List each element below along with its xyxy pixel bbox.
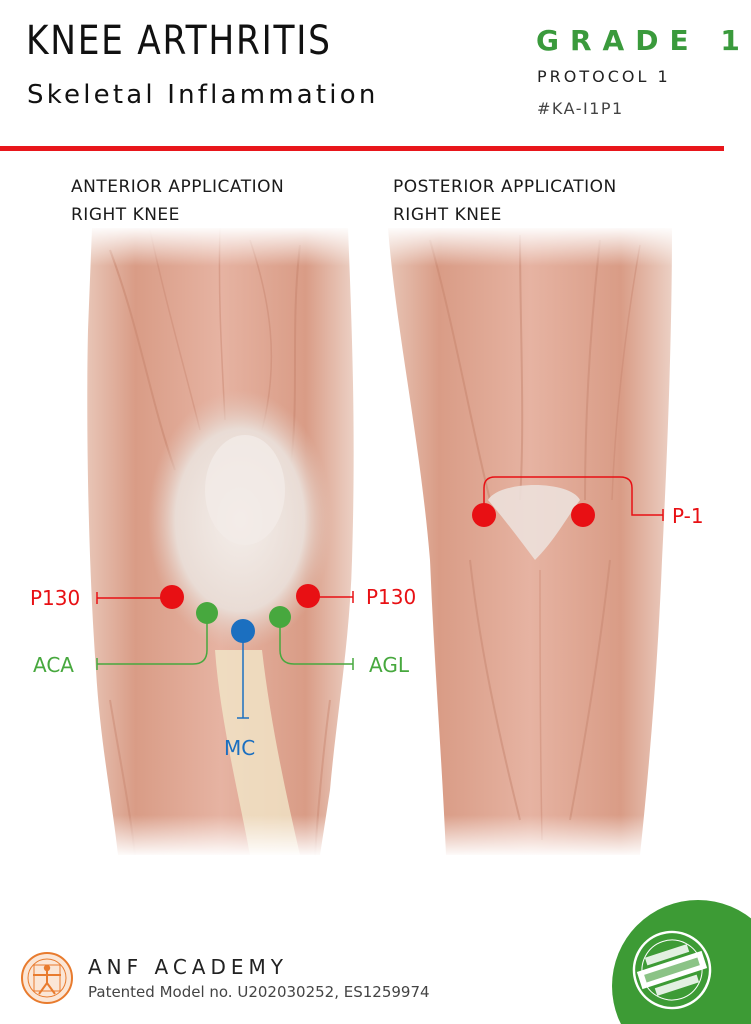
header-divider bbox=[0, 146, 724, 151]
point-agl bbox=[269, 606, 291, 628]
page-subtitle: Skeletal Inflammation bbox=[27, 80, 379, 110]
point-p130-left bbox=[160, 585, 184, 609]
posterior-title-line2: RIGHT KNEE bbox=[393, 205, 502, 225]
posterior-title-line1: POSTERIOR APPLICATION bbox=[393, 177, 617, 197]
point-p1-lateral bbox=[571, 503, 595, 527]
anterior-view-title: ANTERIOR APPLICATION RIGHT KNEE bbox=[71, 173, 284, 229]
label-mc: MC bbox=[224, 736, 255, 760]
vitruvian-man-logo-icon bbox=[21, 952, 73, 1004]
label-aca: ACA bbox=[33, 653, 74, 677]
label-agl: AGL bbox=[369, 653, 410, 677]
p1-leader bbox=[483, 476, 663, 516]
protocol-label: PROTOCOL 1 bbox=[537, 67, 671, 86]
patent-notice: Patented Model no. U202030252, ES1259974 bbox=[88, 983, 430, 1001]
point-mc bbox=[231, 619, 255, 643]
posterior-connector-lines bbox=[483, 476, 664, 521]
label-p130-left: P130 bbox=[30, 586, 80, 610]
aca-leader bbox=[97, 613, 208, 665]
point-p130-right bbox=[296, 584, 320, 608]
label-p130-right: P130 bbox=[366, 585, 416, 609]
grade-label: GRADE 1 bbox=[536, 24, 751, 57]
knee-diagram: P130 P130 ACA AGL MC P-1 bbox=[30, 226, 704, 857]
posterior-knee-illustration bbox=[380, 226, 680, 857]
label-p1: P-1 bbox=[672, 504, 704, 528]
brand-name: ANF ACADEMY bbox=[88, 955, 288, 979]
anterior-title-line2: RIGHT KNEE bbox=[71, 205, 180, 225]
posterior-view-title: POSTERIOR APPLICATION RIGHT KNEE bbox=[393, 173, 617, 229]
copyright-seal-icon bbox=[612, 900, 751, 1024]
protocol-code: #KA-I1P1 bbox=[537, 99, 624, 118]
agl-leader bbox=[279, 617, 353, 665]
anterior-connector-lines bbox=[96, 591, 354, 719]
point-p1-medial bbox=[472, 503, 496, 527]
point-aca bbox=[196, 602, 218, 624]
anterior-knee-illustration bbox=[80, 226, 360, 857]
anterior-title-line1: ANTERIOR APPLICATION bbox=[71, 177, 285, 197]
page-title: KNEE ARTHRITIS bbox=[26, 18, 332, 64]
